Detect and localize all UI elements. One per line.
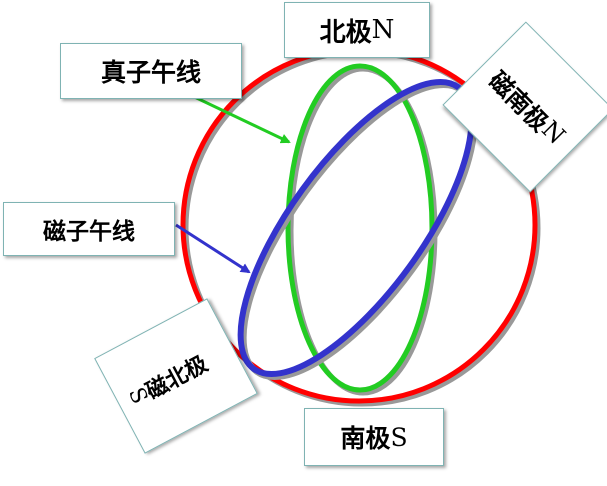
magnetic-meridian-label-text: 磁子午线: [43, 219, 135, 245]
magnetic-north-pole-label-latin: S: [122, 384, 152, 408]
south-pole-label-latin: S: [390, 422, 408, 452]
magnetic-meridian-arrow: [175, 223, 251, 274]
true-meridian-ellipse: [285, 63, 435, 393]
magnetic-meridian-label: 磁子午线: [3, 202, 175, 256]
south-pole-label-cjk: 南极: [340, 424, 391, 453]
north-pole-label-latin: N: [371, 15, 395, 45]
north-pole-label-cjk: 北极: [319, 17, 372, 48]
true-meridian-label: 真子午线: [60, 43, 242, 99]
true-meridian-arrow: [183, 90, 291, 144]
true-meridian-label-text: 真子午线: [100, 58, 201, 87]
